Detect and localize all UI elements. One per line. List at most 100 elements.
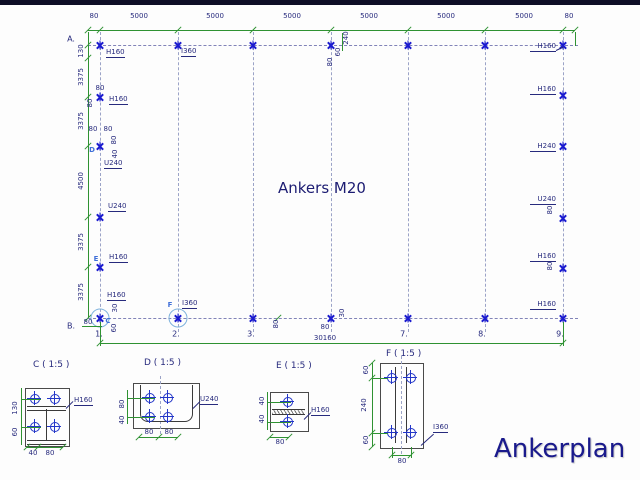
top-border-bar: [0, 0, 640, 5]
dim: 40: [118, 415, 126, 425]
bolt-icon: [403, 370, 417, 384]
grid-line-9: [563, 32, 564, 332]
grid-line-7: [408, 32, 409, 332]
dim-line: [372, 363, 373, 447]
profile-label: I360: [433, 423, 449, 433]
anchor-icon: [95, 262, 105, 272]
dim: 80: [103, 125, 113, 133]
bolt-icon: [47, 419, 61, 433]
profile-label: H240: [530, 142, 556, 152]
dim-line: [21, 388, 22, 445]
bolt-icon: [384, 425, 398, 439]
dim-ext: [563, 322, 564, 346]
bolt-icon: [160, 409, 174, 423]
grid-label: 9.: [556, 329, 564, 339]
dim-line: [267, 392, 268, 430]
anchor-icon: [95, 141, 105, 151]
grid-label: 3.: [247, 329, 255, 339]
dim-ext: [342, 33, 343, 51]
anchor-icon: [326, 40, 336, 50]
drawing-title: Ankerplan: [494, 434, 626, 464]
dim-ext: [267, 422, 291, 423]
profile-label: I360: [181, 47, 197, 57]
anchor-icon: [480, 40, 490, 50]
dim: 80: [397, 457, 407, 465]
top-dim: 80: [89, 12, 99, 20]
anchor-icon: [558, 213, 568, 223]
profile-label: H160: [109, 95, 128, 105]
bolt-icon: [160, 390, 174, 404]
profile-label: U240: [200, 395, 219, 405]
bolt-icon: [47, 391, 61, 405]
dim-line: [392, 455, 411, 456]
dim: 240: [342, 31, 350, 45]
dim-ext: [372, 433, 388, 434]
dim: 40: [258, 396, 266, 406]
grid-label: 7.: [400, 329, 408, 339]
detail-title: C ( 1:5 ): [33, 360, 70, 370]
grid-label: 8.: [478, 329, 486, 339]
dim: 60: [11, 427, 19, 437]
bolt-icon: [403, 425, 417, 439]
anchor-icon: [403, 313, 413, 323]
profile-label: H160: [106, 48, 125, 58]
anchor-icon: [95, 212, 105, 222]
grid-line-2: [178, 32, 179, 332]
anchor-icon: [248, 313, 258, 323]
top-dim: 5000: [515, 12, 533, 20]
left-dim: 3375: [77, 283, 85, 301]
left-chain-line: [88, 45, 89, 318]
dim-line: [27, 447, 63, 448]
dim-tick: [368, 443, 376, 451]
row-label-b: B.: [66, 321, 76, 331]
profile-label: H160: [530, 42, 556, 52]
anchor-icon: [326, 313, 336, 323]
dim: 80: [45, 449, 55, 457]
left-dim: 3375: [77, 68, 85, 86]
callout-letter-e: E: [93, 255, 99, 263]
dim: 80: [546, 205, 554, 215]
left-dim: 4500: [77, 172, 85, 190]
dim: 80: [326, 57, 334, 67]
dim: 80: [110, 135, 118, 145]
plan-note: Ankers M20: [278, 179, 366, 197]
dim: 80: [164, 428, 174, 436]
top-dim: 5000: [437, 12, 455, 20]
beam-flange: [27, 440, 66, 445]
dim: 60: [110, 323, 118, 333]
left-dim: 130: [77, 44, 85, 58]
dim-ext: [127, 398, 155, 399]
dim: 240: [360, 398, 368, 412]
dim: 80: [272, 319, 280, 329]
profile-label: U240: [530, 195, 556, 205]
dim-ext: [127, 417, 155, 418]
row-label-a: A.: [67, 34, 75, 44]
top-dim: 5000: [130, 12, 148, 20]
dim: 130: [11, 401, 19, 415]
left-dim: 3375: [77, 233, 85, 251]
dim: 40: [111, 149, 119, 159]
center-line: [160, 376, 161, 434]
callout-circle: [168, 308, 188, 328]
dim: 80: [546, 261, 554, 271]
callout-letter-d: D: [89, 146, 95, 154]
dim: 80: [144, 428, 154, 436]
dim: 60: [362, 365, 370, 375]
top-dim: 5000: [206, 12, 224, 20]
callout-letter-f: F: [167, 301, 173, 309]
profile-label: H160: [311, 406, 330, 416]
profile-label: H160: [530, 85, 556, 95]
dim-tick: [174, 433, 182, 441]
top-dim: 80: [564, 12, 574, 20]
anchor-icon: [558, 141, 568, 151]
dim-line: [127, 390, 128, 424]
detail-title: F ( 1:5 ): [386, 349, 422, 359]
grid-line-mid: [331, 32, 332, 332]
total-dim-line: [100, 343, 563, 344]
center-line: [401, 356, 402, 454]
beam-flange: [272, 409, 305, 415]
profile-label: H160: [530, 300, 556, 310]
dim: 80: [320, 323, 330, 331]
grid-label: 2.: [172, 329, 180, 339]
